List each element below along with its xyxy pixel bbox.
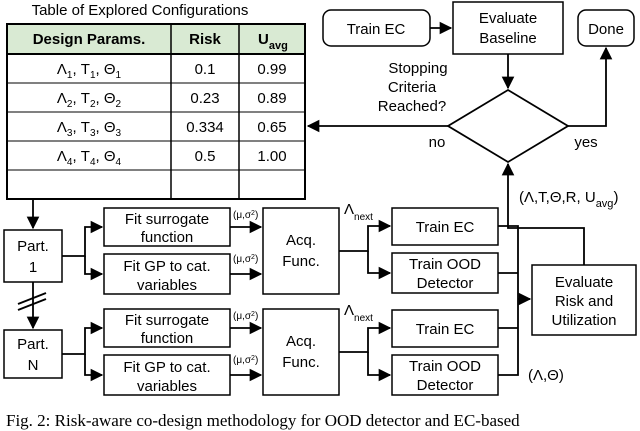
fit-surrogate-box: Fit surrogate function [103,207,231,247]
figure-caption: Fig. 2: Risk-aware co-design methodology… [6,411,520,430]
row-risk: 0.23 [190,90,219,107]
svg-text:Train EC: Train EC [347,21,406,38]
acq-func-box: Acq. Func. [262,207,340,295]
table-title: Table of Explored Configurations [32,2,249,19]
table-row: Λ4, T4, Θ4 0.5 1.00 [57,148,287,168]
header-utilization: Uavg [258,31,288,52]
row-util: 0.99 [257,61,286,78]
table-row: Λ2, T2, Θ2 0.23 0.89 [57,90,287,110]
evaluate-baseline-box: Evaluate Baseline [452,1,564,55]
row-util: 1.00 [257,148,286,165]
part-n-box: Part. N [3,329,63,379]
fit-surrogate-box: Fit surrogate function [103,308,231,348]
svg-text:N: N [28,357,39,374]
train-ec-top-box: Train EC [322,9,431,47]
svg-text:Train OOD: Train OOD [409,256,481,273]
svg-text:1: 1 [29,259,37,276]
svg-text:Func.: Func. [282,253,320,270]
row-risk: 0.334 [186,119,224,136]
mu-sigma-label: (μ,σ2) [233,210,258,221]
row-params: Λ1, T1, Θ1 [57,61,122,81]
svg-text:Stopping: Stopping [388,60,447,77]
svg-text:Criteria: Criteria [388,79,437,96]
table-row: Λ3, T3, Θ3 0.334 0.65 [57,119,287,139]
svg-text:Train EC: Train EC [416,321,475,338]
lambda-next-label: Λnext [344,201,373,223]
svg-text:Fit surrogate: Fit surrogate [125,211,209,228]
svg-text:Part.: Part. [17,238,49,255]
config-table: Design Params. Risk Uavg Λ1, T1, Θ1 0.1 … [6,23,306,200]
row-params: Λ4, T4, Θ4 [57,148,122,168]
fit-gp-box: Fit GP to cat. variables [103,354,231,396]
feedback-label: (Λ,T,Θ,R, Uavg) [519,189,618,210]
svg-text:Detector: Detector [417,377,474,394]
row-risk: 0.1 [195,61,216,78]
partition-1: Part. 1 Fit surrogate function Fit GP to… [3,201,499,295]
lambda-next-label: Λnext [344,302,373,324]
stopping-criteria-decision: Stopping Criteria Reached? no yes [378,60,598,164]
partition-n: Part. N Fit surrogate function Fit GP to… [3,302,499,396]
svg-text:Reached?: Reached? [378,98,446,115]
mu-sigma-label: (μ,σ2) [233,311,258,322]
svg-text:Fit GP to cat.: Fit GP to cat. [123,258,210,275]
header-risk: Risk [189,31,221,48]
svg-text:Part.: Part. [17,336,49,353]
mu-sigma-label: (μ,σ2) [233,355,258,366]
evaluate-risk-box: Evaluate Risk and Utilization [531,264,637,336]
fit-gp-box: Fit GP to cat. variables [103,253,231,295]
acq-func-box: Acq. Func. [262,308,340,396]
svg-text:variables: variables [137,277,197,294]
svg-text:Train OOD: Train OOD [409,358,481,375]
no-label: no [429,134,446,151]
svg-text:Acq.: Acq. [286,232,316,249]
connectors [17,21,613,382]
table-row: Λ1, T1, Θ1 0.1 0.99 [57,61,287,81]
svg-text:Detector: Detector [417,275,474,292]
train-ec-box: Train EC [391,309,499,348]
svg-text:Baseline: Baseline [479,30,537,47]
yes-label: yes [574,134,597,151]
svg-text:Func.: Func. [282,354,320,371]
output-label: (Λ,Θ) [528,367,564,384]
row-params: Λ2, T2, Θ2 [57,90,122,110]
train-ood-box: Train OOD Detector [391,252,499,294]
svg-text:Acq.: Acq. [286,333,316,350]
svg-text:Done: Done [588,21,624,38]
part-1-box: Part. 1 [3,229,63,283]
svg-text:Train EC: Train EC [416,219,475,236]
svg-text:function: function [141,229,194,246]
done-box: Done [577,9,635,47]
row-util: 0.65 [257,119,286,136]
svg-text:Risk and: Risk and [555,293,613,310]
svg-text:Utilization: Utilization [551,312,616,329]
header-design-params: Design Params. [33,31,146,48]
train-ood-box: Train OOD Detector [391,354,499,396]
svg-text:Fit surrogate: Fit surrogate [125,312,209,329]
svg-text:Fit GP to cat.: Fit GP to cat. [123,359,210,376]
svg-text:function: function [141,330,194,347]
mu-sigma-label: (μ,σ2) [233,254,258,265]
train-ec-box: Train EC [391,207,499,246]
svg-text:Evaluate: Evaluate [555,274,613,291]
row-util: 0.89 [257,90,286,107]
svg-text:Evaluate: Evaluate [479,10,537,27]
row-params: Λ3, T3, Θ3 [57,119,122,139]
row-risk: 0.5 [195,148,216,165]
svg-text:variables: variables [137,378,197,395]
